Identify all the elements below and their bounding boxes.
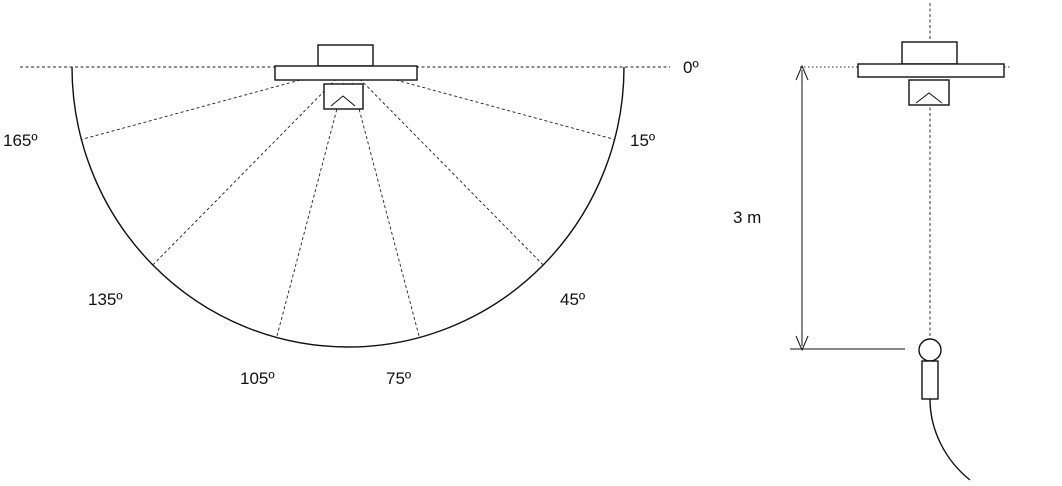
speaker-flange xyxy=(274,65,418,81)
distance-label: 3 m xyxy=(733,208,761,227)
ceiling-speaker xyxy=(274,44,418,110)
angle-label-135: 135º xyxy=(88,290,123,309)
radial-line-135 xyxy=(152,66,349,266)
measurement-arc xyxy=(71,66,625,348)
microphone xyxy=(918,338,971,481)
speaker-housing-top xyxy=(317,44,374,67)
side-view: 3 m xyxy=(733,3,1010,481)
angle-label-75: 75º xyxy=(386,369,411,388)
side-speaker-housing xyxy=(901,41,958,65)
speaker-cone xyxy=(330,95,356,107)
microphone-body xyxy=(921,360,939,400)
side-speaker-flange xyxy=(857,63,1005,78)
radial-line-75 xyxy=(347,66,420,338)
angle-label-105: 105º xyxy=(240,369,275,388)
angle-label-45: 45º xyxy=(560,290,585,309)
angle-label-165: 165º xyxy=(3,131,38,150)
radial-line-105 xyxy=(276,66,349,338)
side-speaker-cone xyxy=(915,92,943,104)
dimension-arrow-bottom xyxy=(795,335,809,352)
microphone-cable xyxy=(929,398,971,481)
angle-label-0: 0º xyxy=(683,58,699,77)
polar-diagram: 0º 15º 45º 75º 105º 135º 165º xyxy=(3,44,699,388)
microphone-capsule xyxy=(918,338,942,362)
angle-label-15: 15º xyxy=(630,131,655,150)
side-speaker xyxy=(857,41,1005,106)
radial-line-45 xyxy=(347,66,544,266)
dimension-arrow-top xyxy=(795,64,809,81)
